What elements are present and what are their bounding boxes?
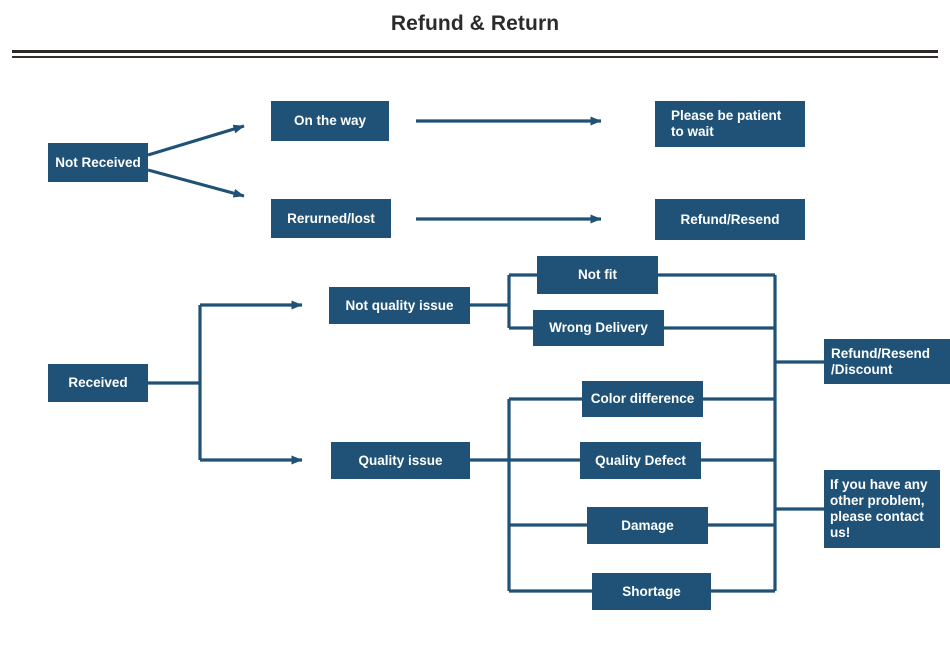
node-quality-issue[interactable]: Quality issue bbox=[331, 442, 470, 479]
node-be-patient[interactable]: Please be patient to wait bbox=[655, 101, 805, 147]
node-on-the-way[interactable]: On the way bbox=[271, 101, 389, 141]
page-title: Refund & Return bbox=[390, 12, 560, 35]
edge-notreceived-ontheway bbox=[147, 124, 245, 157]
node-quality-defect[interactable]: Quality Defect bbox=[580, 442, 701, 479]
node-contact-us[interactable]: If you have any other problem, please co… bbox=[824, 470, 940, 548]
node-refund-resend-discount[interactable]: Refund/Resend /Discount bbox=[824, 339, 950, 384]
node-wrong-delivery[interactable]: Wrong Delivery bbox=[533, 310, 664, 346]
node-received[interactable]: Received bbox=[48, 364, 148, 402]
node-not-fit[interactable]: Not fit bbox=[537, 256, 658, 294]
node-not-quality-issue[interactable]: Not quality issue bbox=[329, 287, 470, 324]
node-refund-resend[interactable]: Refund/Resend bbox=[655, 199, 805, 240]
node-shortage[interactable]: Shortage bbox=[592, 573, 711, 610]
node-color-difference[interactable]: Color difference bbox=[582, 381, 703, 417]
node-damage[interactable]: Damage bbox=[587, 507, 708, 544]
header-rule-thin bbox=[12, 56, 938, 58]
header-rule-thick bbox=[12, 50, 938, 53]
edge-notreceived-returnedlost bbox=[147, 168, 245, 198]
node-not-received[interactable]: Not Received bbox=[48, 143, 148, 182]
node-returned-lost[interactable]: Rerurned/lost bbox=[271, 199, 391, 238]
